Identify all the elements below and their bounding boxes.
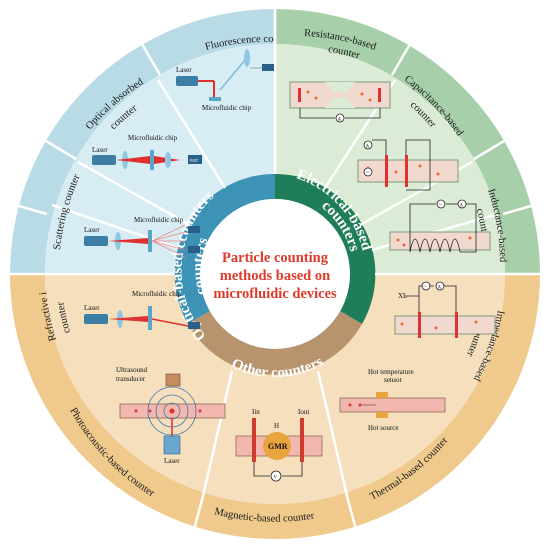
gmr-label: GMR (268, 442, 288, 451)
ammeter-icon (457, 199, 467, 209)
sensor-icon (376, 392, 388, 398)
other-outer-band (10, 274, 540, 539)
chip-icon (148, 306, 152, 330)
iin-label: Iin (252, 408, 260, 416)
ultrasound-label-1: Ultrasound (116, 366, 148, 374)
laser-label: Laser (176, 66, 192, 74)
ultrasound-label-2: transducer (116, 375, 146, 383)
xl-label: XL (398, 292, 407, 300)
hot-source-label: Hot source (368, 424, 399, 432)
laser-icon (92, 155, 116, 165)
scattering-diagram: Microfluidic chip Laser (84, 216, 200, 258)
microfluidic-chip-label: Microfluidic chip (202, 104, 252, 112)
pmt-icon (188, 322, 200, 329)
svg-text:PMT: PMT (190, 158, 199, 163)
photoacoustic-diagram: Ultrasound transducer Laser (116, 366, 226, 465)
laser-label: Laser (84, 304, 100, 312)
transducer-icon (165, 373, 181, 387)
center-line-3: microfluidic devices (213, 286, 337, 302)
laser-label: Laser (84, 226, 100, 234)
chip-label: Microfluidic chip (132, 290, 182, 298)
chip-icon (148, 230, 152, 252)
ammeter-icon (435, 281, 445, 291)
impedance-diagram: ~ A XL (394, 281, 496, 338)
laser-label: Laser (164, 457, 180, 465)
svg-text:A: A (460, 204, 464, 209)
category-ring (174, 173, 376, 375)
gmr-icon (263, 432, 291, 460)
svg-text:~: ~ (366, 171, 370, 177)
capacitance-diagram: A ~ (357, 139, 459, 191)
h-label: H (274, 422, 279, 430)
laser-icon (84, 236, 108, 246)
laser-label: Laser (92, 146, 108, 154)
pmt-icon (188, 246, 200, 253)
svg-text:A: A (338, 118, 342, 123)
electrical-outer-band (275, 9, 540, 274)
optical-outer-band (10, 9, 275, 274)
inductance-diagram: ~ A (389, 199, 491, 253)
chip-label: Microfluidic chip (134, 216, 184, 224)
hot-sensor-label-1: Hot temperature (368, 368, 414, 376)
chip-label: Microfluidic chip (128, 134, 178, 142)
pmt-icon (188, 155, 202, 164)
thermal-diagram: Hot temperature sensor Hot source (339, 368, 446, 432)
laser-icon (176, 76, 198, 86)
svg-text:~: ~ (439, 203, 443, 209)
resistance-diagram: A (289, 81, 391, 123)
chip-icon (209, 97, 221, 101)
heater-icon (376, 412, 388, 418)
hot-sensor-label-2: sensor (384, 376, 403, 384)
iout-label: Iout (298, 408, 309, 416)
svg-text:A: A (366, 145, 370, 150)
chip-icon (150, 150, 154, 170)
magnetic-diagram: GMR Iin Iout H V (235, 408, 323, 482)
voltmeter-icon (270, 470, 282, 482)
refractive-diagram: Microfluidic chip Laser (84, 290, 200, 330)
ac-source-icon (421, 281, 431, 291)
ac-source-icon (363, 167, 373, 177)
center-line-2: methods based on (220, 268, 330, 284)
laser-icon (163, 435, 181, 455)
center-line-1: Particle counting (222, 250, 329, 266)
ammeter-icon (335, 113, 345, 123)
pmt-icon (188, 226, 200, 233)
pmt-icon (262, 64, 274, 71)
svg-text:~: ~ (424, 285, 428, 291)
center-title: Particle counting methods based on micro… (213, 250, 337, 302)
fluorescence-diagram: Laser Microfluidic chip (176, 49, 274, 112)
ammeter-icon (363, 140, 373, 150)
inner-ring (45, 44, 505, 504)
other-panel (45, 274, 505, 504)
svg-text:V: V (274, 476, 278, 481)
lens-icon (244, 49, 250, 67)
outer-ring (10, 9, 540, 539)
svg-text:A: A (438, 286, 442, 291)
laser-icon (84, 314, 108, 324)
ac-source-icon (436, 199, 446, 209)
absorbed-diagram: Microfluidic chip Laser PMT (92, 134, 202, 170)
